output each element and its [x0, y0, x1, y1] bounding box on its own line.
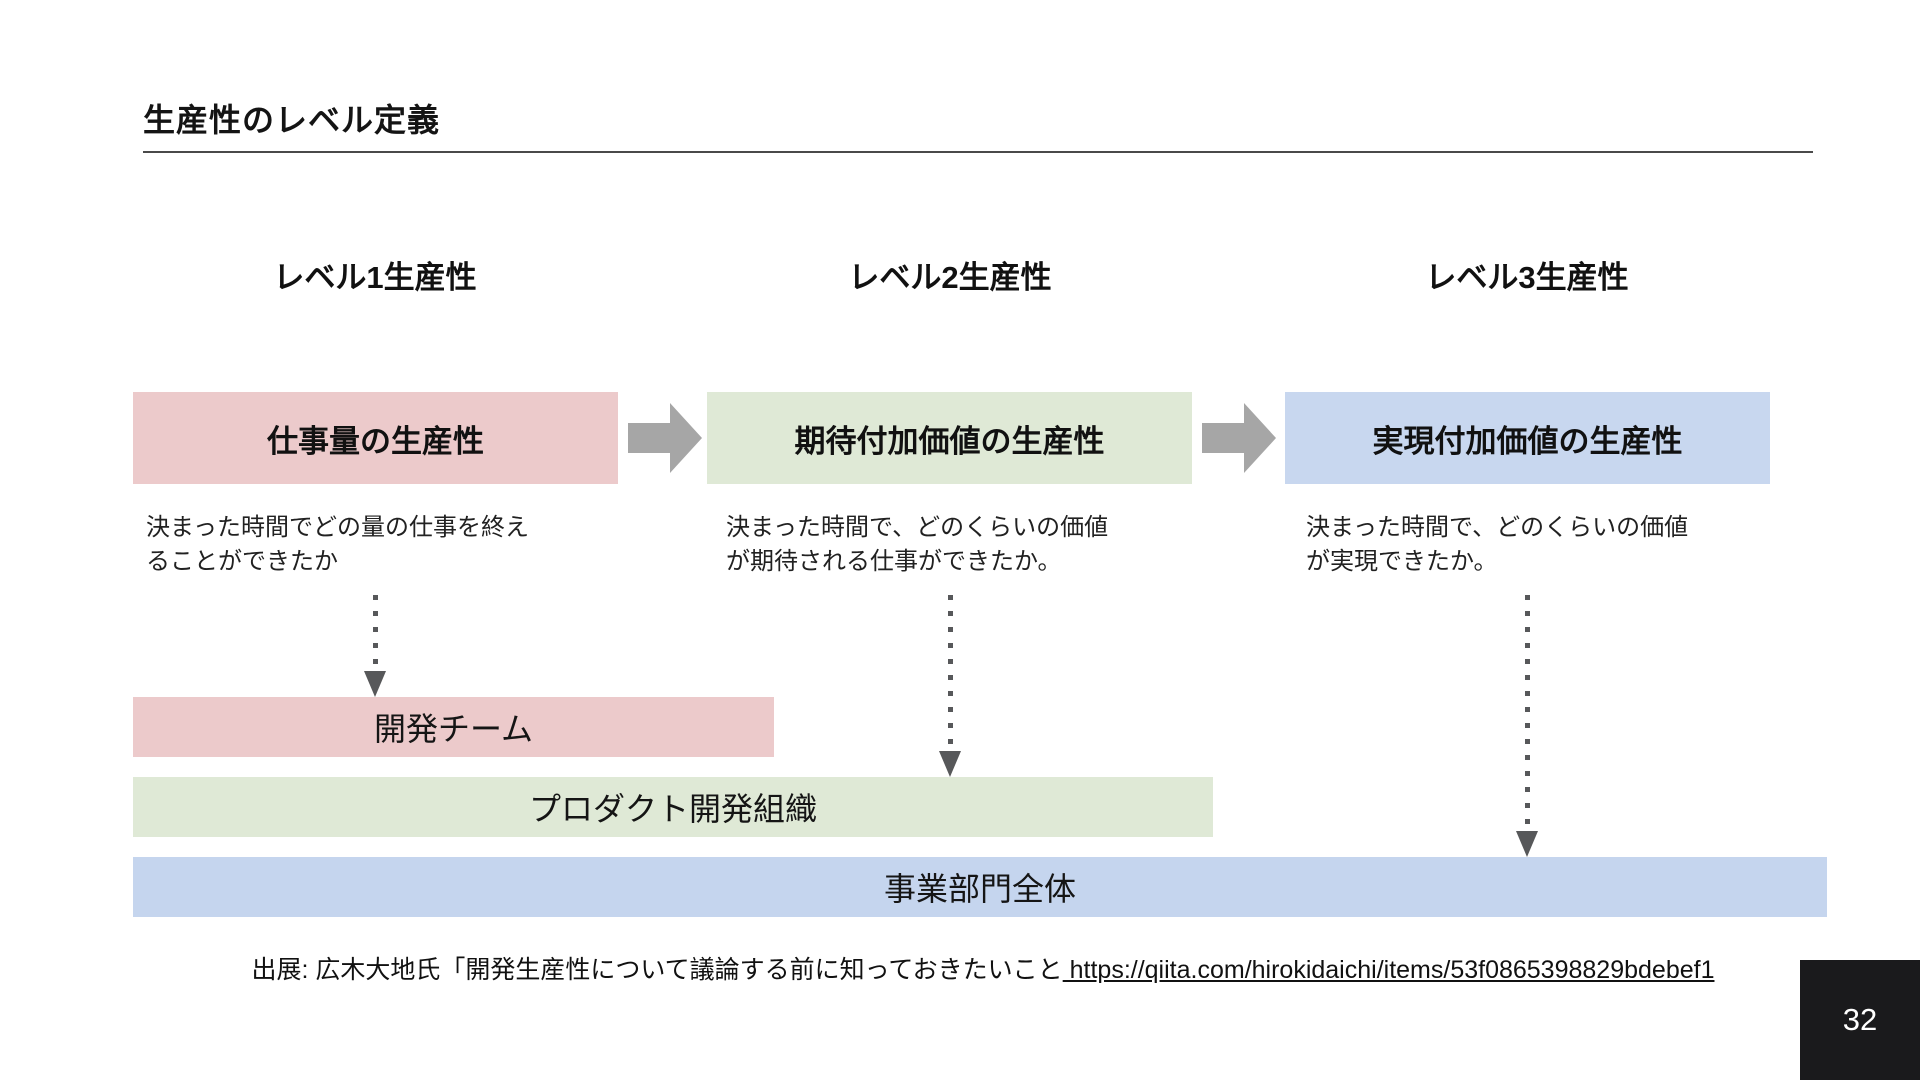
level1-box-label: 仕事量の生産性	[267, 423, 484, 459]
arrow-head-icon	[1516, 831, 1538, 857]
page-number-box: 32	[1800, 960, 1920, 1080]
column-header-level2: レベル2生産性	[848, 260, 1052, 295]
level2-description-line1: 決まった時間で、どのくらいの価値	[726, 514, 1109, 541]
arrow-head-icon	[939, 751, 961, 777]
level3-description-line1: 決まった時間で、どのくらいの価値	[1306, 514, 1689, 541]
level3-box-label: 実現付加価値の生産性	[1372, 423, 1683, 459]
level1-box: 仕事量の生産性	[133, 392, 618, 484]
level1-description: 決まった時間でどの量の仕事を終え ることができたか	[146, 511, 529, 579]
level3-description-line2: が実現できたか。	[1306, 548, 1498, 575]
level1-description-line2: ることができたか	[146, 548, 338, 575]
level3-box: 実現付加価値の生産性	[1285, 392, 1770, 484]
dotted-line	[372, 595, 378, 671]
level1-description-line1: 決まった時間でどの量の仕事を終え	[146, 514, 530, 541]
level2-box: 期待付加価値の生産性	[707, 392, 1192, 484]
dotted-arrow-icon	[1515, 595, 1539, 857]
arrow-head-icon	[364, 671, 386, 697]
column-header-level1: レベル1生産性	[273, 260, 477, 295]
scope-bar-label: プロダクト開発組織	[528, 791, 817, 827]
flow-arrow-icon	[628, 403, 702, 473]
title-underline	[143, 151, 1813, 153]
scope-bar-business-unit: 事業部門全体	[133, 857, 1827, 917]
level3-description: 決まった時間で、どのくらいの価値 が実現できたか。	[1306, 511, 1688, 579]
column-header-level3: レベル3生産性	[1425, 260, 1629, 295]
dotted-arrow-icon	[363, 595, 387, 697]
citation-text: 出展: 広木大地氏「開発生産性について議論する前に知っておきたいこと	[251, 956, 1063, 984]
flow-arrow-icon	[1202, 403, 1276, 473]
scope-bar-label: 事業部門全体	[883, 871, 1076, 907]
dotted-arrow-icon	[938, 595, 962, 777]
scope-bar-dev-team: 開発チーム	[133, 697, 774, 757]
page-number: 32	[1842, 1002, 1878, 1037]
level2-description-line2: が期待される仕事ができたか。	[726, 548, 1062, 575]
level2-description: 決まった時間で、どのくらいの価値 が期待される仕事ができたか。	[726, 511, 1108, 579]
dotted-line	[1524, 595, 1530, 831]
dotted-line	[947, 595, 953, 751]
citation-link[interactable]: https://qiita.com/hirokidaichi/items/53f…	[1062, 956, 1715, 984]
scope-bar-label: 開発チーム	[373, 711, 534, 747]
slide-title: 生産性のレベル定義	[143, 102, 441, 138]
scope-bar-product-org: プロダクト開発組織	[133, 777, 1213, 837]
citation: 出展: 広木大地氏「開発生産性について議論する前に知っておきたいこと https…	[133, 950, 1833, 986]
level2-box-label: 期待付加価値の生産性	[794, 423, 1105, 459]
